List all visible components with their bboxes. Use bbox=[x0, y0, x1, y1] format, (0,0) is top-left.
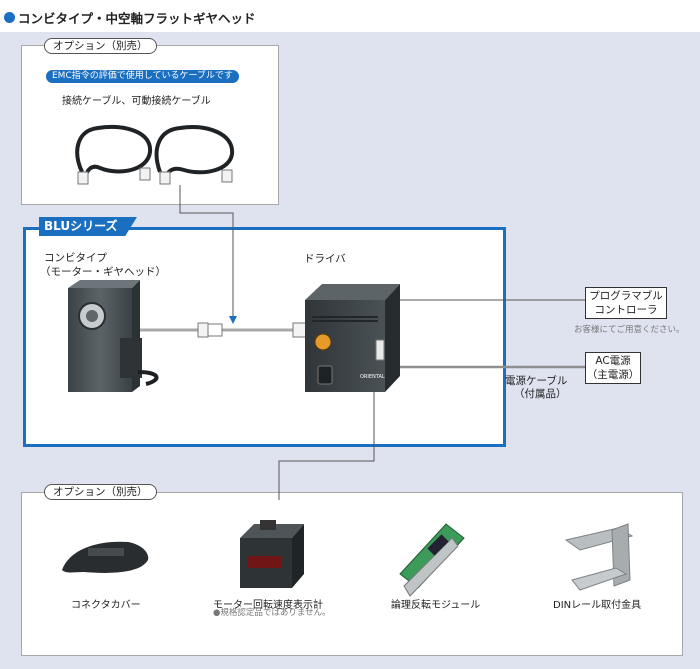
controller-note: お客様にてご用意ください。 bbox=[574, 325, 685, 335]
speed-indicator-label: モーター回転速度表示計 bbox=[213, 600, 323, 611]
driver-image bbox=[305, 284, 400, 392]
blu-series-tab: BLUシリーズ bbox=[39, 217, 137, 236]
connection-cable-image bbox=[75, 125, 235, 185]
din-rail-label: DINレール取付金具 bbox=[553, 600, 642, 611]
speed-indicator-image bbox=[240, 520, 304, 588]
programmable-controller-box: プログラマブル コントローラ bbox=[585, 287, 667, 319]
speed-knob-icon bbox=[314, 333, 332, 351]
power-cable-label-line1: 電源ケーブル bbox=[505, 375, 568, 387]
power-cable-label-line2: （付属品） bbox=[514, 388, 567, 400]
driver-label: ドライバ bbox=[304, 253, 346, 265]
cable-connector-right bbox=[292, 322, 308, 338]
bottom-option-panel bbox=[21, 492, 683, 656]
page-title: コンビタイプ・中空軸フラットギヤヘッド bbox=[4, 8, 256, 26]
top-option-pill: オプション（別売） bbox=[44, 38, 157, 54]
speed-indicator-note: ●規格認定品ではありません。 bbox=[213, 608, 331, 618]
controller-label-line2: コントローラ bbox=[594, 304, 658, 316]
connector-cover-label: コネクタカバー bbox=[71, 600, 141, 611]
page-title-text: コンビタイプ・中空軸フラットギヤヘッド bbox=[18, 10, 256, 26]
motor-driver-cable bbox=[134, 322, 312, 338]
din-rail-bracket-image bbox=[564, 523, 634, 591]
connection-lines bbox=[179, 185, 585, 500]
controller-label-line1: プログラマブル bbox=[589, 290, 663, 302]
ac-power-box: AC電源 （主電源） bbox=[585, 352, 641, 384]
driver-brand: ORIENTAL bbox=[360, 374, 385, 380]
logic-inverter-label: 論理反転モジュール bbox=[391, 600, 481, 611]
option-cable-link-line bbox=[179, 185, 234, 322]
cable-connector-mid bbox=[207, 323, 223, 337]
power-label-line1: AC電源 bbox=[595, 355, 631, 367]
bottom-option-line bbox=[278, 360, 375, 500]
cable-label: 接続ケーブル、可動接続ケーブル bbox=[62, 96, 211, 107]
bullet-icon bbox=[4, 11, 15, 23]
power-label-line2: （主電源） bbox=[586, 369, 640, 381]
motor-gearhead-image bbox=[68, 280, 159, 392]
arrow-down-icon bbox=[229, 316, 237, 324]
connector-cover-image bbox=[62, 541, 149, 573]
cable-connector-left bbox=[197, 322, 209, 338]
motor-label-line2: （モーター・ギヤヘッド） bbox=[40, 266, 166, 278]
bottom-option-pill: オプション（別売） bbox=[44, 484, 157, 500]
emc-badge: EMC指令の評価で使用しているケーブルです bbox=[46, 70, 239, 83]
logic-inverter-module-image bbox=[399, 523, 465, 597]
motor-label-line1: コンビタイプ bbox=[44, 252, 107, 264]
